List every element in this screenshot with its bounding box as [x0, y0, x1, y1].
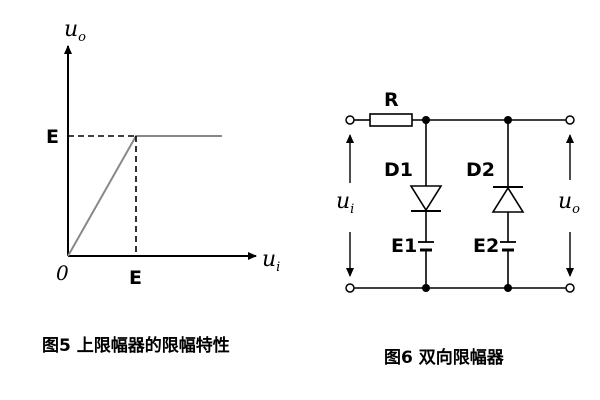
branch-d2-e2: [491, 120, 525, 288]
input-terminal-bottom: [345, 283, 355, 293]
diode-d2: [491, 186, 525, 213]
figure-6-caption: 图6 双向限幅器: [384, 347, 505, 368]
output-terminal-top: [565, 115, 575, 125]
limiter-characteristic-curve: [67, 135, 222, 257]
origin-label: 0: [56, 261, 69, 285]
source1-label: E1: [391, 235, 417, 257]
input-voltage-label: ui: [336, 189, 354, 217]
figure-6-bidirectional-limiter: R D1 D2 E1 E2 ui uo 图6 双向限幅器: [336, 89, 580, 368]
output-terminal-bottom: [565, 283, 575, 293]
figure-5-caption: 图5 上限幅器的限幅特性: [42, 335, 230, 356]
x-axis-label: ui: [262, 247, 280, 275]
diode1-label: D1: [384, 159, 413, 181]
input-terminal-top: [345, 115, 355, 125]
e-label-y-axis: E: [46, 126, 59, 148]
diode2-label: D2: [466, 159, 495, 181]
figure-5-transfer-characteristic: uo ui 0 E E 图5 上限幅器的限幅特性: [42, 17, 280, 356]
e-label-x-axis: E: [129, 267, 142, 289]
output-voltage-label: uo: [558, 189, 580, 217]
resistor-label: R: [384, 89, 399, 111]
diode-d1: [409, 185, 443, 212]
branch-d1-e1: [409, 120, 443, 288]
source2-label: E2: [473, 235, 499, 257]
resistor-r: [369, 113, 413, 127]
y-axis-label: uo: [64, 17, 86, 45]
